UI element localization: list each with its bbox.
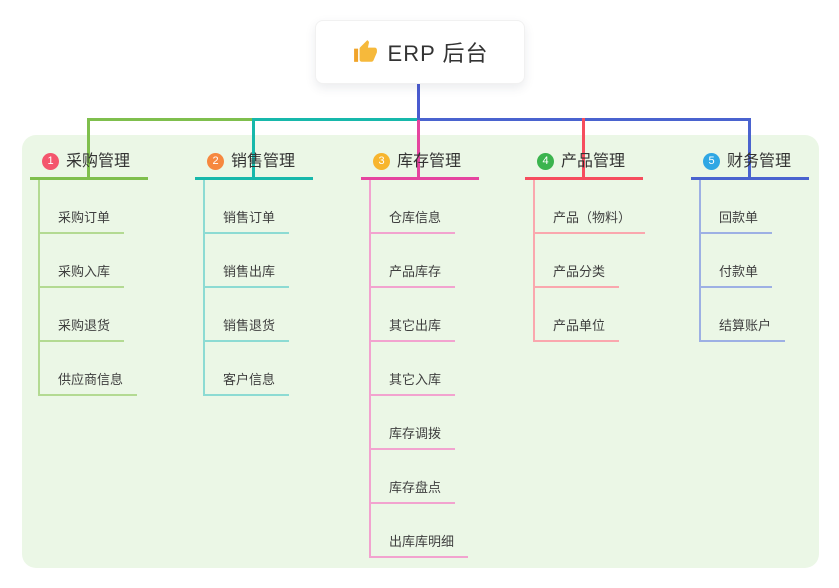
node-label: 采购订单 xyxy=(40,207,125,234)
drop-line-sales xyxy=(252,118,255,178)
mindmap-node[interactable]: 供应商信息 xyxy=(40,342,138,396)
branch-number-badge: 3 xyxy=(373,153,390,170)
mindmap-node[interactable]: 出库库明细 xyxy=(371,504,469,558)
branch-inventory: 3 库存管理 仓库信息 产品库存 其它出库 其它入库 库存调拨 库存盘点 出库库… xyxy=(361,148,479,558)
node-label: 付款单 xyxy=(701,261,773,288)
node-label: 其它出库 xyxy=(371,315,456,342)
root-connector-line xyxy=(417,84,420,121)
node-label: 采购入库 xyxy=(40,261,125,288)
branch-inventory-children: 仓库信息 产品库存 其它出库 其它入库 库存调拨 库存盘点 出库库明细 xyxy=(369,180,469,558)
node-label: 库存调拨 xyxy=(371,423,456,450)
mindmap-node[interactable]: 产品（物料） xyxy=(535,180,646,234)
node-label: 客户信息 xyxy=(205,369,290,396)
branch-number-badge: 5 xyxy=(703,153,720,170)
node-label: 销售退货 xyxy=(205,315,290,342)
node-label: 其它入库 xyxy=(371,369,456,396)
node-label: 产品单位 xyxy=(535,315,620,342)
mindmap-node[interactable]: 其它入库 xyxy=(371,342,468,396)
branch-title-label: 库存管理 xyxy=(397,153,462,170)
node-label: 回款单 xyxy=(701,207,773,234)
node-label: 销售出库 xyxy=(205,261,290,288)
mindmap-board xyxy=(22,135,819,568)
node-label: 出库库明细 xyxy=(371,531,469,558)
branch-finance: 5 财务管理 回款单 付款单 结算账户 xyxy=(691,148,809,342)
branch-procurement-children: 采购订单 采购入库 采购退货 供应商信息 xyxy=(38,180,138,396)
branch-product-title[interactable]: 4 产品管理 xyxy=(525,148,643,180)
node-label: 结算账户 xyxy=(701,315,786,342)
branch-number-badge: 4 xyxy=(537,153,554,170)
branch-product-children: 产品（物料） 产品分类 产品单位 xyxy=(533,180,646,342)
branch-number-badge: 1 xyxy=(42,153,59,170)
branch-sales: 2 销售管理 销售订单 销售出库 销售退货 客户信息 xyxy=(195,148,313,396)
branch-title-label: 销售管理 xyxy=(231,153,296,170)
bus-segment-procurement xyxy=(87,118,254,121)
node-label: 仓库信息 xyxy=(371,207,456,234)
mindmap-node[interactable]: 客户信息 xyxy=(205,342,290,396)
mindmap-node[interactable]: 销售退货 xyxy=(205,288,290,342)
branch-sales-children: 销售订单 销售出库 销售退货 客户信息 xyxy=(203,180,290,396)
branch-number-badge: 2 xyxy=(207,153,224,170)
mindmap-node[interactable]: 回款单 xyxy=(701,180,785,234)
root-node[interactable]: ERP 后台 xyxy=(315,20,525,84)
mindmap-node[interactable]: 结算账户 xyxy=(701,288,786,342)
branch-finance-title[interactable]: 5 财务管理 xyxy=(691,148,809,180)
node-label: 采购退货 xyxy=(40,315,125,342)
branch-finance-children: 回款单 付款单 结算账户 xyxy=(699,180,786,342)
mindmap-node[interactable]: 销售出库 xyxy=(205,234,290,288)
mindmap-node[interactable]: 仓库信息 xyxy=(371,180,468,234)
mindmap-node[interactable]: 采购入库 xyxy=(40,234,137,288)
node-label: 产品库存 xyxy=(371,261,456,288)
mindmap-node[interactable]: 采购退货 xyxy=(40,288,137,342)
mindmap-node[interactable]: 销售订单 xyxy=(205,180,290,234)
mindmap-node[interactable]: 付款单 xyxy=(701,234,785,288)
node-label: 供应商信息 xyxy=(40,369,138,396)
drop-line-finance xyxy=(748,118,751,178)
root-node-label: ERP 后台 xyxy=(387,41,489,66)
branch-inventory-title[interactable]: 3 库存管理 xyxy=(361,148,479,180)
node-label: 产品（物料） xyxy=(535,207,646,234)
mindmap-node[interactable]: 产品分类 xyxy=(535,234,645,288)
drop-line-product xyxy=(582,118,585,178)
node-label: 库存盘点 xyxy=(371,477,456,504)
mindmap-node[interactable]: 采购订单 xyxy=(40,180,137,234)
branch-product: 4 产品管理 产品（物料） 产品分类 产品单位 xyxy=(525,148,646,342)
bus-segment-sales xyxy=(252,118,418,121)
branch-procurement-title[interactable]: 1 采购管理 xyxy=(30,148,148,180)
branch-title-label: 产品管理 xyxy=(561,153,626,170)
drop-line-inventory xyxy=(417,120,420,178)
drop-line-procurement xyxy=(87,118,90,178)
branch-procurement: 1 采购管理 采购订单 采购入库 采购退货 供应商信息 xyxy=(30,148,148,396)
branch-title-label: 采购管理 xyxy=(66,153,131,170)
node-label: 产品分类 xyxy=(535,261,620,288)
mindmap-node[interactable]: 库存调拨 xyxy=(371,396,468,450)
mindmap-node[interactable]: 库存盘点 xyxy=(371,450,468,504)
thumbs-up-icon xyxy=(353,40,377,62)
branch-title-label: 财务管理 xyxy=(727,153,792,170)
mindmap-node[interactable]: 产品库存 xyxy=(371,234,468,288)
mindmap-node[interactable]: 其它出库 xyxy=(371,288,468,342)
branch-sales-title[interactable]: 2 销售管理 xyxy=(195,148,313,180)
node-label: 销售订单 xyxy=(205,207,290,234)
mindmap-node[interactable]: 产品单位 xyxy=(535,288,645,342)
